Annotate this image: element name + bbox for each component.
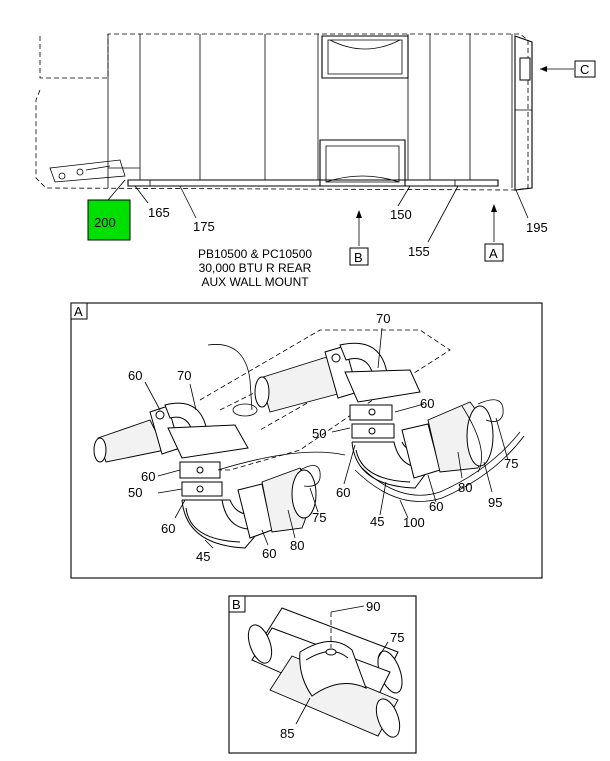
detail-a-callout-50-a: 50: [128, 485, 142, 500]
detail-b-callout-85: 85: [280, 726, 294, 741]
left-duct-assembly: [93, 402, 346, 549]
detail-a-callout-80-a: 80: [290, 538, 304, 553]
detail-b-frame: [228, 595, 417, 754]
base-rail: [127, 179, 499, 187]
caption-line-3: AUX WALL MOUNT: [201, 275, 309, 289]
callout-195-label: 195: [526, 220, 548, 235]
main-caption: PB10500 & PC10500 30,000 BTU R REAR AUX …: [198, 247, 312, 289]
view-c-reference[interactable]: C: [540, 60, 596, 78]
detail-a-leaders: [144, 327, 509, 549]
detail-a-callout-60-f: 60: [336, 485, 350, 500]
callout-200[interactable]: 200: [87, 179, 131, 241]
detail-b-tag: B: [232, 597, 241, 612]
main-view: 200 165 175 150 155 195 C: [35, 33, 596, 289]
detail-a-callout-60-c: 60: [161, 521, 175, 536]
callout-150[interactable]: 150: [390, 185, 412, 222]
view-b-tag: B: [354, 250, 363, 265]
detail-a: A: [70, 302, 543, 579]
detail-b-leaders: [295, 605, 389, 725]
detail-a-callout-45-b: 45: [370, 514, 384, 529]
callout-165[interactable]: 165: [134, 185, 170, 220]
callout-200-label: 200: [94, 215, 116, 230]
left-bracket-hardware: [49, 159, 126, 183]
detail-a-callout-50-b: 50: [312, 426, 326, 441]
view-a-reference[interactable]: A: [484, 204, 504, 262]
detail-b: B 90 75 85: [228, 595, 417, 754]
detail-a-tag: A: [74, 304, 83, 319]
detail-a-callout-100: 100: [403, 515, 425, 530]
callout-155-label: 155: [408, 244, 430, 259]
detail-a-callout-45-a: 45: [196, 549, 210, 564]
right-end-cap: [514, 35, 533, 191]
caption-line-2: 30,000 BTU R REAR: [199, 261, 312, 275]
wall-panels: [107, 34, 513, 188]
callout-175[interactable]: 175: [179, 185, 215, 234]
detail-a-frame: [70, 302, 543, 579]
detail-a-callout-60-a: 60: [128, 368, 142, 383]
detail-a-callout-60-g: 60: [429, 499, 443, 514]
right-duct-assembly: [254, 342, 525, 502]
callout-150-label: 150: [390, 207, 412, 222]
detail-b-callout-75: 75: [390, 630, 404, 645]
callout-175-label: 175: [193, 219, 215, 234]
detail-a-callout-75-b: 75: [504, 456, 518, 471]
callout-165-label: 165: [148, 205, 170, 220]
view-c-tag: C: [580, 62, 589, 77]
highlight-box: [87, 199, 131, 241]
tube-bundle: [247, 607, 403, 738]
view-b-reference[interactable]: B: [349, 210, 369, 266]
lower-duct-opening: [319, 139, 406, 187]
callout-155[interactable]: 155: [408, 185, 459, 259]
detail-b-callout-90: 90: [366, 599, 380, 614]
view-a-tag: A: [489, 246, 498, 261]
detail-a-callout-70-b: 70: [376, 311, 390, 326]
detail-a-callout-60-b: 60: [141, 469, 155, 484]
caption-line-1: PB10500 & PC10500: [198, 247, 312, 261]
callout-195[interactable]: 195: [515, 189, 548, 235]
detail-a-callout-60-d: 60: [262, 546, 276, 561]
detail-a-callout-60-e: 60: [420, 396, 434, 411]
upper-duct-opening: [321, 35, 409, 79]
detail-a-callout-70-a: 70: [177, 368, 191, 383]
detail-a-callout-75-a: 75: [312, 510, 326, 525]
detail-a-callout-95: 95: [488, 495, 502, 510]
detail-a-callout-80-b: 80: [458, 480, 472, 495]
